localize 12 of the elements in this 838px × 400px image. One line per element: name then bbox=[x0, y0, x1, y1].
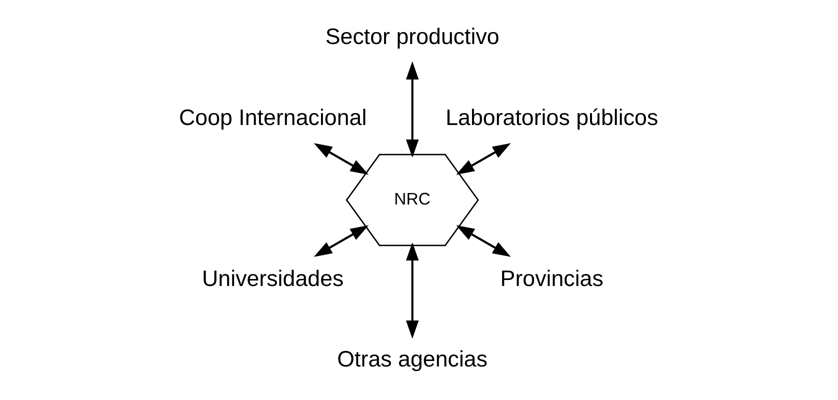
node-text: Coop Internacional bbox=[179, 104, 367, 130]
arrow bbox=[314, 143, 369, 175]
arrow bbox=[456, 143, 511, 175]
arrow bbox=[406, 242, 419, 339]
arrow bbox=[314, 225, 369, 257]
arrow bbox=[406, 61, 419, 158]
node-text: Otras agencias bbox=[337, 346, 488, 372]
node-text: Laboratorios públicos bbox=[446, 104, 658, 130]
node-text: Provincias bbox=[500, 266, 604, 291]
node-text: Universidades bbox=[202, 266, 344, 291]
node-text: Sector productivo bbox=[325, 24, 500, 50]
arrow bbox=[456, 225, 511, 257]
